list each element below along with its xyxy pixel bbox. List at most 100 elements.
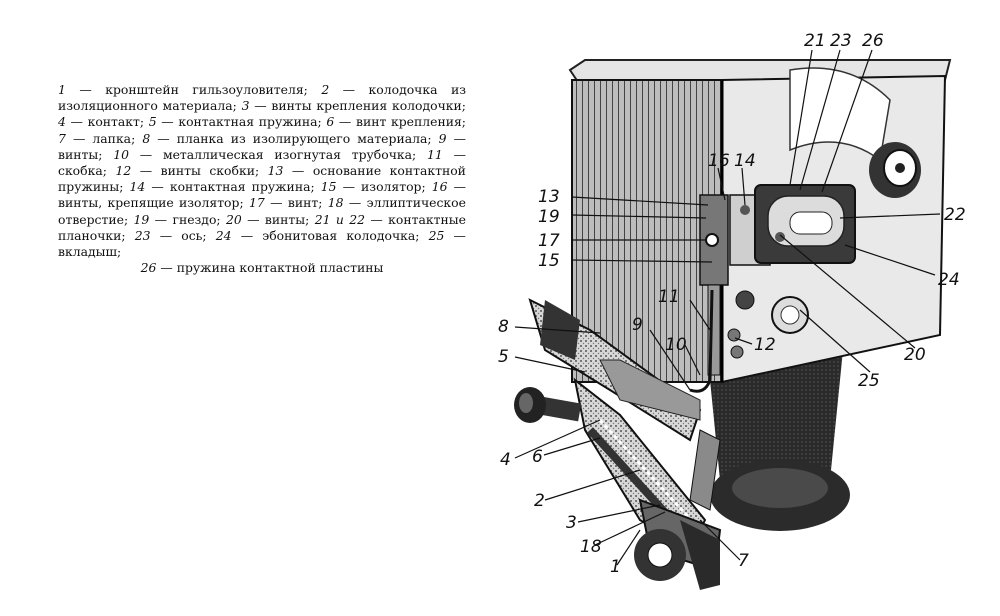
legend-item-number: 26 [140,260,157,276]
label-12: 12 [754,335,776,355]
legend-item: 13 — основание контактной пружины; [58,163,466,195]
legend-item: 4 — контакт; [58,114,145,130]
legend-item: 9 — винты; [58,130,466,162]
legend-item-number: 7 [58,130,66,146]
label-2: 2 [534,491,545,511]
legend-item-number: 23 [134,227,151,243]
legend-item-number: 5 [148,114,157,130]
legend-item-number: 20 [225,211,242,227]
label-20: 20 [904,345,926,365]
legend-item-text: контактные планочки; [58,211,466,243]
legend-item-text: пружина контактной пластины [176,260,384,276]
legend-item-number: 2 [321,82,330,97]
legend-item: 2 — колодочка из изоляционного материала… [58,82,466,114]
label-16: 16 [708,151,730,171]
legend-item-text: кронштейн гильзоуловителя; [105,82,308,97]
legend-item-text: винты крепления колодочки; [271,98,466,114]
casing-catcher-bracket [528,289,722,590]
label-1: 1 [610,557,621,577]
legend-item-number: 10 [113,146,129,162]
legend-item-number: 11 [427,146,443,162]
legend-item: 3 — винты крепления колодочки; [241,98,466,114]
legend-item: 23 — ось; [134,227,207,243]
label-17: 17 [538,231,560,251]
legend-caption: 1 — кронштейн гильзоуловителя; 2 — колод… [58,82,466,276]
label-4: 4 [500,450,511,470]
legend-item: 14 — контактная пружина; [129,179,315,195]
legend-item-number: 1 [58,82,66,97]
legend-item: 6 — винт крепления; [326,114,466,130]
legend-item-number: 24 [215,227,232,243]
legend-item-text: винты, крепящие изолятор; [58,195,244,211]
legend-item-text: вкладыш; [58,244,122,260]
label-8: 8 [498,317,509,337]
legend-item: 1 — кронштейн гильзоуловителя; [58,82,308,97]
label-10: 10 [665,335,687,355]
legend-item-number: 18 [327,195,344,211]
legend-item: 19 — гнездо; [133,211,221,227]
legend-item-number: 15 [320,179,337,195]
legend-item-text: винт; [287,195,323,211]
legend-item-number: 16 [431,179,448,195]
legend-item-text: контактная пружина; [178,114,322,130]
legend-item-number: 25 [428,227,445,243]
legend-item-text: винты; [58,146,103,162]
legend-item-number: 4 [58,114,66,130]
legend-item-number: 3 [241,98,250,114]
legend-item-text: планка из изолирующего материала; [176,130,432,146]
legend-item-number: 21 и 22 [314,211,365,227]
legend-item: 25 — вкладыш; [58,227,466,260]
label-14: 14 [734,151,756,171]
legend-item: 26 — пружина контактной пластины [140,260,384,276]
legend-item-text: лапка; [92,130,136,146]
mechanism-drawing: 21 23 26 16 14 13 19 17 15 22 24 20 25 1… [498,31,966,590]
side-knob [869,142,921,198]
label-11: 11 [658,287,680,307]
legend-item: 5 — контактная пружина; [148,114,322,130]
legend-item-text: эбонитовая колодочка; [262,227,420,243]
legend-item-text: контактная пружина; [169,179,315,195]
legend-item-text: ось; [181,227,207,243]
legend-item-text: винты скобки; [160,163,260,179]
legend-item: 8 — планка из изолирующего материала; [142,130,432,146]
label-25: 25 [858,371,880,391]
legend-item: 20 — винты; [225,211,310,227]
legend-item-text: контакт; [87,114,145,130]
label-7: 7 [738,551,749,571]
label-6: 6 [532,447,543,467]
figure-labels: 21 23 26 16 14 13 19 17 15 22 24 20 25 1… [498,31,966,577]
legend-item: 16 — винты, крепящие изолятор; [58,179,466,211]
legend-item: 17 — винт; [249,195,323,211]
label-9: 9 [632,315,643,335]
legend-item: 7 — лапка; [58,130,136,146]
label-13: 13 [538,187,560,207]
legend-item: 11 — скобка; [58,146,466,179]
legend-item-text: скобка; [58,163,107,179]
legend-item-text: винт крепления; [355,114,466,130]
legend-item: 21 и 22 — контактные планочки; [58,211,466,243]
legend-item: 18 — эллиптическое отверстие; [58,195,466,227]
contact-knob [514,387,582,423]
legend-item-text: изолятор; [361,179,426,195]
label-22: 22 [944,205,966,225]
label-24: 24 [938,270,960,290]
legend-item-number: 8 [142,130,151,146]
legend-item: 15 — изолятор; [320,179,426,195]
legend-item-text: металлическая изогнутая трубочка; [162,146,417,162]
legend-item-number: 9 [438,130,447,146]
label-15: 15 [538,251,560,271]
legend-item-number: 13 [267,163,284,179]
legend-item-number: 12 [115,163,132,179]
label-18: 18 [580,537,602,557]
label-19: 19 [538,207,560,227]
legend-item-text: колодочка из изоляционного материала; [58,82,466,114]
legend-item: 10 — металлическая изогнутая трубочка; [113,146,417,162]
label-21: 21 [804,31,826,51]
legend-item: 24 — эбонитовая колодочка; [215,227,420,243]
legend-item-number: 19 [133,211,150,227]
label-5: 5 [498,347,509,367]
label-3: 3 [566,513,577,533]
leader-lines [514,49,941,566]
legend-item-number: 6 [326,114,335,130]
legend-item: 12 — винты скобки; [115,163,260,179]
